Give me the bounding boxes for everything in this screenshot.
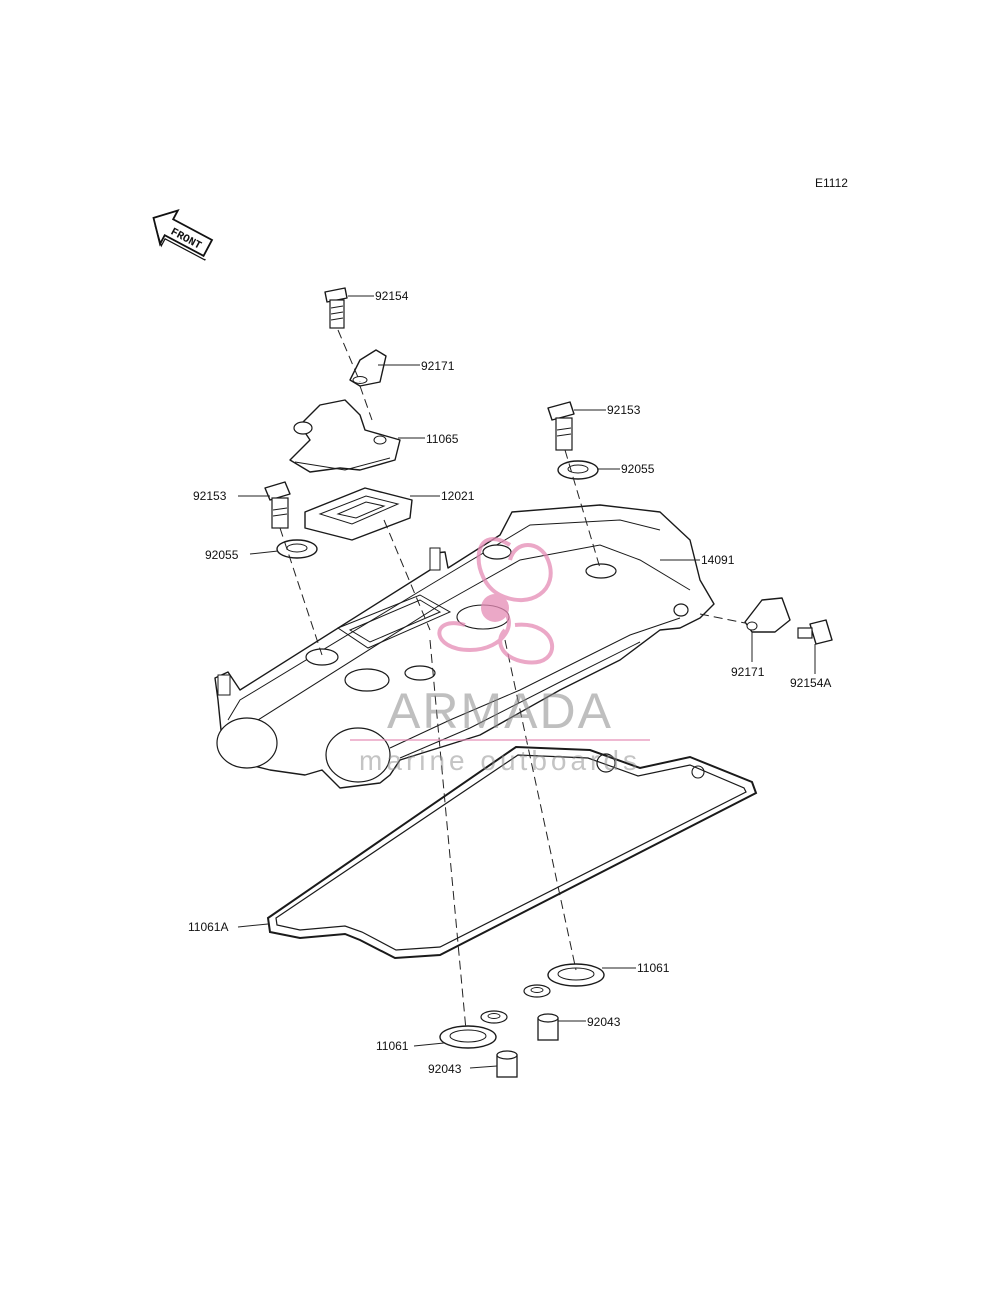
label-dowel-right: 92043 (587, 1015, 621, 1029)
washer-left (276, 539, 318, 559)
label-bolt-left: 92153 (193, 489, 227, 503)
bolt-top (324, 287, 348, 329)
label-breather-cover: 11065 (426, 432, 459, 446)
label-washer-left: 92055 (205, 548, 239, 562)
clamp-top (349, 349, 387, 387)
label-bolt-top: 92154 (375, 289, 409, 303)
label-washer-right: 92055 (621, 462, 655, 476)
watermark: ARMADA marine outboards (350, 537, 650, 776)
main-gasket (266, 745, 758, 960)
diagram-code: E1112 (815, 176, 848, 190)
assembly-lines (279, 329, 746, 1031)
watermark-tagline: marine outboards (359, 745, 641, 776)
small-gasket-left (439, 1010, 508, 1049)
label-bolt-right-a: 92154A (790, 676, 831, 690)
label-main-gasket: 11061A (188, 920, 228, 934)
dowel-left (496, 1050, 518, 1078)
leader-lines (237, 295, 816, 1069)
bolt-right (547, 401, 575, 451)
part-labels: 92154 92171 11065 92153 12021 92055 9215… (188, 289, 831, 1076)
gasket-plate (304, 487, 413, 541)
label-gasket-plate: 12021 (441, 489, 475, 503)
front-arrow-icon: FRONT (152, 208, 214, 261)
dowel-right (537, 1013, 559, 1041)
watermark-logo-icon (437, 537, 554, 665)
label-bolt-right: 92153 (607, 403, 641, 417)
breather-cover (289, 399, 401, 473)
label-dowel-left: 92043 (428, 1062, 462, 1076)
washer-right (557, 460, 599, 480)
label-head-cover: 14091 (701, 553, 735, 567)
label-small-gasket-right: 11061 (637, 961, 670, 975)
head-cover (214, 504, 715, 789)
label-clamp-top: 92171 (421, 359, 455, 373)
label-small-gasket-left: 11061 (376, 1039, 409, 1053)
label-clamp-right: 92171 (731, 665, 765, 679)
bolt-left (264, 481, 291, 529)
bolt-right-a (797, 619, 833, 645)
clamp-right (744, 597, 791, 633)
watermark-brand: ARMADA (387, 683, 613, 739)
small-gasket-right (523, 963, 605, 998)
